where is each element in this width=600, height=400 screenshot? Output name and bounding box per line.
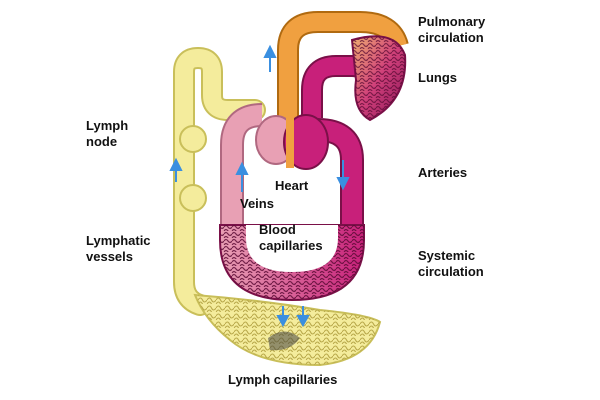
lymphatic-vessels-label: Lymphatic vessels — [86, 233, 151, 264]
blood-capillaries-label: Blood capillaries — [259, 222, 323, 253]
heart-shape — [255, 114, 329, 170]
heart-label: Heart — [275, 178, 309, 193]
arteries-label: Arteries — [418, 165, 468, 180]
lymph-nodes — [179, 125, 207, 212]
arrow-icon — [263, 44, 277, 72]
arrow-icon — [169, 157, 183, 182]
pulmonary-circulation-label: Pulmonary circulation — [418, 14, 486, 45]
arrow-icon — [235, 161, 249, 192]
arrow-icon — [336, 160, 350, 191]
systemic-circulation-label: Systemic circulation — [418, 248, 484, 279]
lung-capillary-bed — [350, 35, 407, 122]
arrow-icon — [296, 306, 310, 328]
flow-arrows — [169, 44, 350, 328]
lymphatic-vessel — [173, 46, 266, 316]
systemic-capillary-bed — [219, 224, 365, 302]
veins-label: Veins — [240, 196, 274, 211]
lymph-capillaries-label: Lymph capillaries — [228, 372, 338, 387]
arrow-icon — [276, 306, 290, 328]
lymph-node-label: Lymph node — [86, 118, 129, 149]
lungs-label: Lungs — [418, 70, 457, 85]
lymph-capillary-network — [193, 293, 382, 367]
